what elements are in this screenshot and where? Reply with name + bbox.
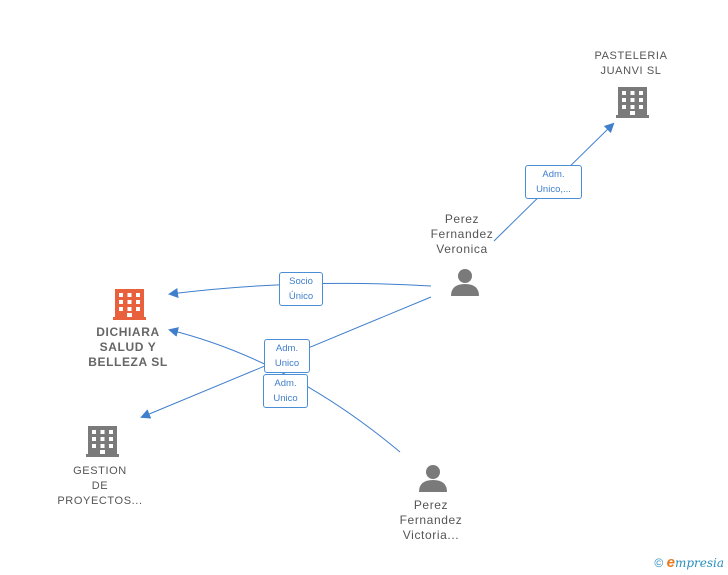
node-label-dichiara[interactable]: DICHIARA SALUD Y BELLEZA SL (88, 325, 168, 369)
building-icon[interactable] (86, 426, 119, 457)
node-label-pasteleria[interactable]: PASTELERIA JUANVI SL (594, 50, 668, 77)
relation-adm-gestion[interactable]: Adm. Unico (264, 339, 310, 373)
node-label-victoria[interactable]: Perez Fernandez Victoria... (399, 498, 463, 542)
brand-logo-text: mpresia (674, 556, 724, 570)
brand-logo-initial: e (666, 554, 675, 571)
copyright-symbol: © (654, 556, 664, 570)
relation-adm-dichiara[interactable]: Adm. Unico (263, 374, 308, 408)
building-icon[interactable] (113, 289, 146, 320)
person-icon[interactable] (419, 465, 447, 492)
node-label-veronica[interactable]: Perez Fernandez Veronica (430, 212, 494, 256)
node-label-gestion[interactable]: GESTION DE PROYECTOS... (57, 465, 143, 507)
person-icon[interactable] (451, 269, 479, 296)
building-icon[interactable] (616, 87, 649, 118)
footer-brand[interactable]: © empresia (654, 554, 724, 571)
relation-adm-pasteleria[interactable]: Adm. Unico,... (525, 165, 582, 199)
relation-socio-unico[interactable]: Socio Único (279, 272, 323, 306)
